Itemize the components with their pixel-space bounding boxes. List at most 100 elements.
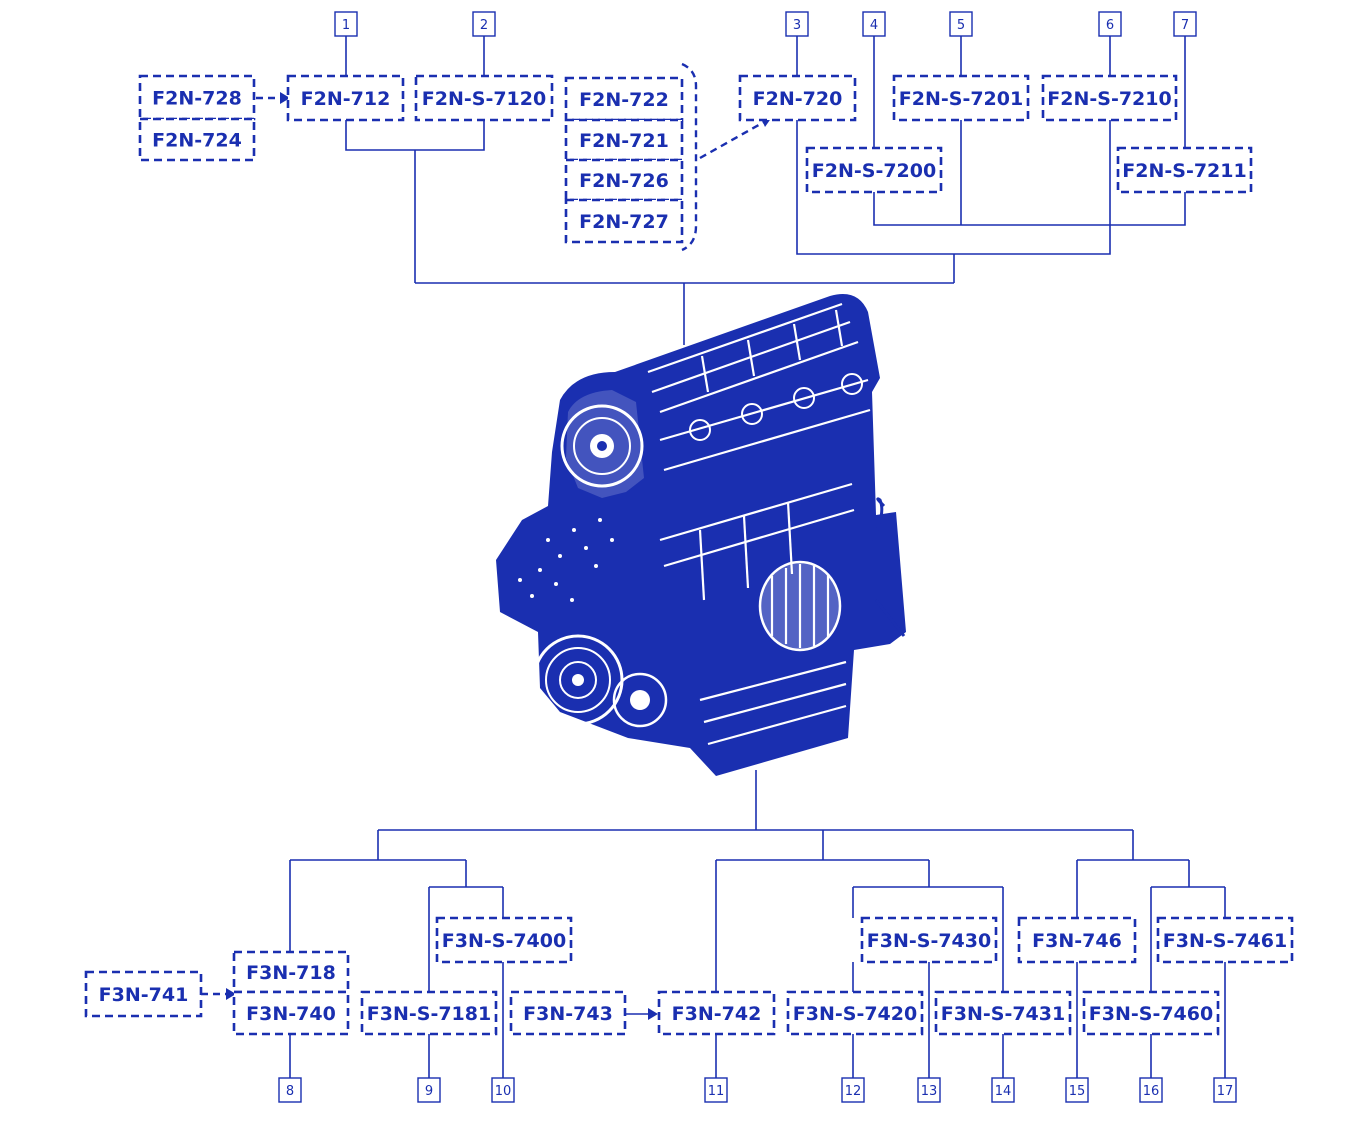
callout-10: 10	[491, 1077, 515, 1103]
part-number-label: F3N-740	[246, 1003, 336, 1025]
part-f2n-728: F2N-728	[138, 74, 256, 121]
callout-box	[417, 1077, 441, 1103]
part-box-outline	[138, 74, 256, 121]
part-box-outline	[738, 74, 857, 122]
callout-7: 7	[1173, 11, 1197, 37]
part-box-outline	[286, 74, 405, 122]
callout-box	[278, 1077, 302, 1103]
callout-box	[991, 1077, 1015, 1103]
callout-2: 2	[472, 11, 496, 37]
part-f2n-727: F2N-727	[564, 198, 684, 244]
callout-box	[862, 11, 886, 37]
part-box-outline	[564, 118, 684, 162]
callout-12: 12	[841, 1077, 865, 1103]
part-f2n-s-7210: F2N-S-7210	[1041, 74, 1178, 122]
part-number-label: F3N-S-7430	[867, 930, 991, 952]
part-f3n-s-7460: F3N-S-7460	[1082, 990, 1220, 1036]
callout-number: 1	[342, 18, 350, 33]
part-number-label: F2N-722	[579, 89, 669, 111]
callout-box	[1173, 11, 1197, 37]
part-f3n-s-7181: F3N-S-7181	[360, 990, 498, 1036]
part-box-outline	[84, 970, 203, 1018]
part-f3n-s-7430: F3N-S-7430	[860, 916, 998, 964]
part-box-outline	[232, 990, 350, 1036]
part-box-outline	[892, 74, 1030, 122]
callout-box	[785, 11, 809, 37]
part-number-label: F2N-727	[579, 211, 669, 233]
part-box-outline	[360, 990, 498, 1036]
callout-number: 10	[495, 1084, 512, 1099]
part-number-label: F3N-746	[1032, 930, 1122, 952]
part-f2n-720: F2N-720	[738, 74, 857, 122]
top-connectors	[256, 36, 1186, 345]
part-number-label: F2N-S-7200	[812, 160, 936, 182]
part-f3n-s-7400: F3N-S-7400	[435, 916, 573, 964]
callout-number: 16	[1143, 1084, 1160, 1099]
callout-box	[949, 11, 973, 37]
part-f2n-s-7120: F2N-S-7120	[414, 74, 554, 122]
callout-box	[704, 1077, 728, 1103]
callout-11: 11	[704, 1077, 728, 1103]
callout-14: 14	[991, 1077, 1015, 1103]
part-number-label: F3N-S-7461	[1163, 930, 1287, 952]
callout-number: 15	[1069, 1084, 1086, 1099]
callout-number: 17	[1217, 1084, 1234, 1099]
part-f3n-s-7461: F3N-S-7461	[1156, 916, 1294, 964]
part-number-label: F2N-S-7120	[422, 88, 546, 110]
part-number-label: F2N-728	[152, 88, 242, 110]
part-number-label: F3N-718	[246, 962, 336, 984]
part-number-label: F2N-S-7211	[1122, 160, 1246, 182]
callout-box	[1098, 11, 1122, 37]
callout-number: 14	[995, 1084, 1012, 1099]
callout-number: 3	[793, 18, 801, 33]
callout-box	[841, 1077, 865, 1103]
part-number-label: F3N-S-7400	[442, 930, 566, 952]
part-number-label: F3N-742	[672, 1003, 762, 1025]
callout-6: 6	[1098, 11, 1122, 37]
callout-1: 1	[334, 11, 358, 37]
callout-box	[334, 11, 358, 37]
callout-9: 9	[417, 1077, 441, 1103]
part-box-outline	[786, 990, 924, 1036]
part-number-label: F3N-743	[523, 1003, 613, 1025]
part-number-label: F2N-712	[301, 88, 391, 110]
callout-number: 6	[1106, 18, 1114, 33]
callout-number: 13	[921, 1084, 938, 1099]
part-number-label: F3N-S-7181	[367, 1003, 491, 1025]
part-f2n-722: F2N-722	[564, 76, 684, 122]
callout-8: 8	[278, 1077, 302, 1103]
part-box-outline	[138, 117, 256, 162]
part-f2n-s-7201: F2N-S-7201	[892, 74, 1030, 122]
callout-3: 3	[785, 11, 809, 37]
part-box-outline	[657, 990, 776, 1036]
callout-15: 15	[1065, 1077, 1089, 1103]
part-number-label: F2N-S-7201	[899, 88, 1023, 110]
part-number-label: F2N-721	[579, 130, 669, 152]
part-box-outline	[564, 158, 684, 202]
callout-number: 8	[286, 1084, 294, 1099]
part-f3n-s-7431: F3N-S-7431	[934, 990, 1072, 1036]
part-f3n-740: F3N-740	[232, 990, 350, 1036]
part-box-outline	[435, 916, 573, 964]
part-f2n-712: F2N-712	[286, 74, 405, 122]
part-box-outline	[232, 950, 350, 994]
part-box-outline	[1041, 74, 1178, 122]
part-number-label: F2N-S-7210	[1047, 88, 1171, 110]
callout-number: 9	[425, 1084, 433, 1099]
bottom-connectors	[201, 770, 1226, 1078]
part-f2n-726: F2N-726	[564, 158, 684, 202]
callout-4: 4	[862, 11, 886, 37]
part-box-outline	[1116, 146, 1253, 194]
part-number-label: F2N-724	[152, 130, 242, 152]
part-f3n-741: F3N-741	[84, 970, 203, 1018]
part-f3n-746: F3N-746	[1017, 916, 1137, 964]
part-box-outline	[414, 74, 554, 122]
part-f3n-743: F3N-743	[509, 990, 627, 1036]
part-f2n-s-7211: F2N-S-7211	[1116, 146, 1253, 194]
callout-number: 2	[480, 18, 488, 33]
part-number-label: F3N-S-7420	[793, 1003, 917, 1025]
